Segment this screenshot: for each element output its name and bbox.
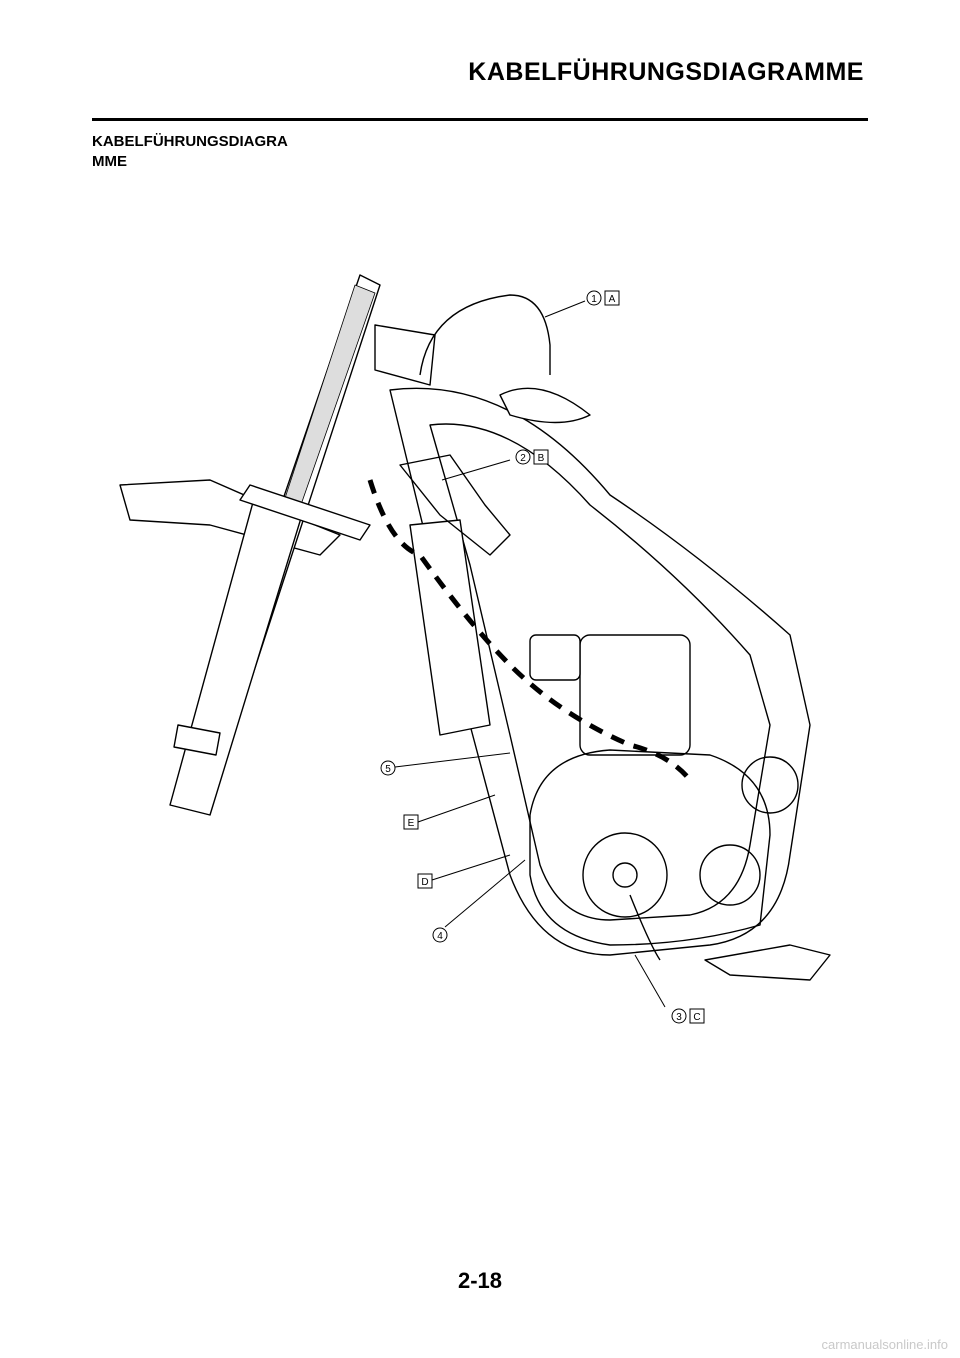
- callout-2-number: 2: [520, 453, 526, 464]
- callout-4: 4: [432, 927, 448, 943]
- callout-leaders: [394, 300, 666, 1008]
- callout-1-a: 1 A: [586, 290, 620, 306]
- motorcycle-frame-drawing: [119, 274, 831, 981]
- cylinder-head: [579, 634, 691, 756]
- engine-case: [529, 749, 771, 946]
- callout-3-c: 3 C: [671, 1008, 705, 1024]
- wiring-diagram: 1 A 2 B 3 C 4 5 D E: [119, 274, 831, 1024]
- headlight-cover: [499, 387, 591, 424]
- radiator: [409, 519, 491, 736]
- callout-4-number: 4: [437, 931, 443, 942]
- drive-sprocket: [699, 844, 761, 906]
- rear-brake-disc: [741, 756, 799, 814]
- sensor-lead-upper: [419, 294, 551, 376]
- page-header-title: KABELFÜHRUNGSDIAGRAMME: [468, 58, 864, 86]
- callout-2-b: 2 B: [515, 449, 549, 465]
- fork-boot: [173, 724, 221, 756]
- section-title-line-2: MME: [92, 153, 127, 170]
- footpeg-bracket: [704, 944, 831, 981]
- callout-d-letter: D: [421, 877, 428, 888]
- steering-head: [374, 324, 436, 386]
- callout-d: D: [417, 873, 433, 889]
- neutral-lead: [629, 894, 661, 961]
- section-title-line-1: KABELFÜHRUNGSDIAGRA: [92, 133, 288, 150]
- callout-a-letter: A: [609, 294, 616, 305]
- page-number: 2-18: [457, 1268, 503, 1293]
- callout-c-letter: C: [693, 1012, 700, 1023]
- callout-e-letter: E: [408, 818, 415, 829]
- callout-e: E: [403, 814, 419, 830]
- section-title: KABELFÜHRUNGSDIAGRA MME: [92, 132, 352, 172]
- clutch-cover-center: [612, 862, 638, 888]
- watermark: carmanualsonline.info: [821, 1337, 948, 1352]
- coupler-cluster: [399, 454, 511, 556]
- callout-5: 5: [380, 760, 396, 776]
- wire-harness: [367, 479, 692, 782]
- clutch-cover: [582, 832, 668, 918]
- header-rule: [92, 118, 868, 121]
- callout-5-number: 5: [385, 764, 391, 775]
- callout-3-number: 3: [676, 1012, 682, 1023]
- front-fork-tube: [169, 494, 306, 816]
- callout-b-letter: B: [538, 453, 545, 464]
- throttle-body: [529, 634, 581, 681]
- fork-clamp: [239, 484, 371, 541]
- callout-1-number: 1: [591, 294, 597, 305]
